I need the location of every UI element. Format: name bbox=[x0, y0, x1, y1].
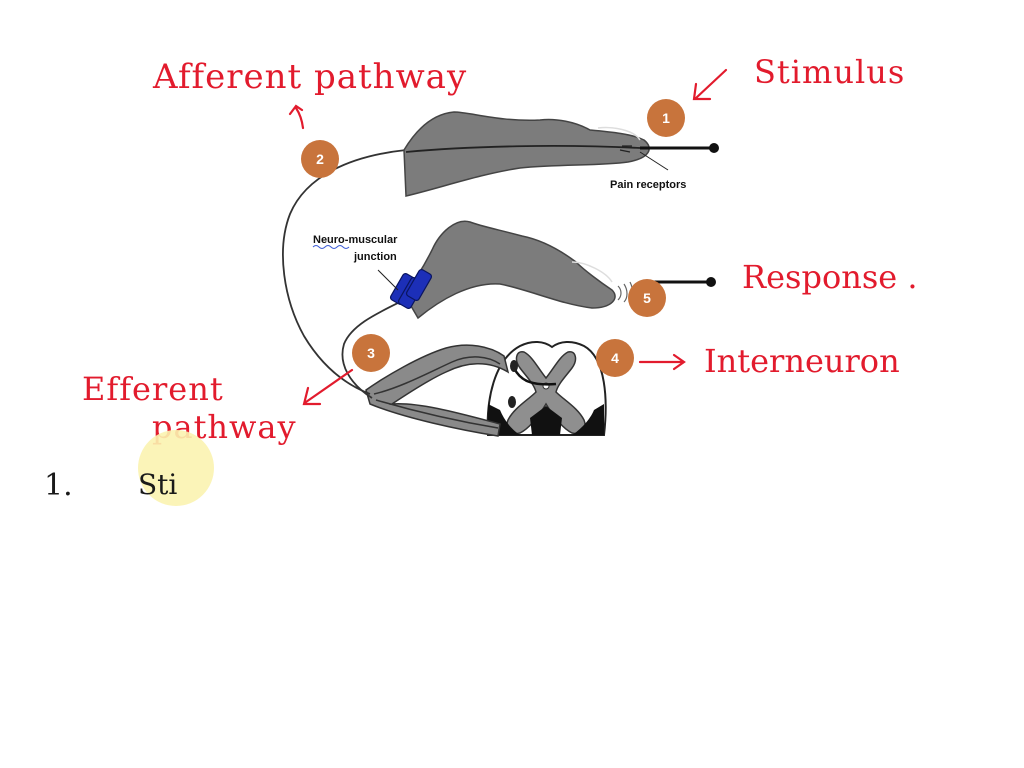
note-item-text: Sti bbox=[138, 468, 177, 501]
step-number-2: 2 bbox=[316, 151, 324, 167]
step-badge-2: 2 bbox=[301, 140, 339, 178]
finger-stimulus bbox=[403, 111, 650, 197]
interneuron-arrow bbox=[638, 353, 686, 371]
spinal-cord-cross-section bbox=[486, 341, 607, 436]
nerve-root-bundle bbox=[365, 344, 510, 437]
cursor-highlight bbox=[138, 430, 214, 506]
step-badge-3: 3 bbox=[352, 334, 390, 372]
annotation-stimulus: Stimulus bbox=[754, 53, 905, 91]
nmj-label-line1: Neuro-muscular bbox=[313, 234, 398, 246]
efferent-arrow bbox=[302, 368, 354, 406]
nmj-label-line2: junction bbox=[353, 251, 397, 263]
stimulus-pin-head bbox=[709, 143, 719, 153]
annotation-afferent-pathway: Afferent pathway bbox=[152, 57, 467, 97]
step-number-5: 5 bbox=[643, 290, 651, 306]
step-number-4: 4 bbox=[611, 350, 619, 366]
step-badge-1: 1 bbox=[647, 99, 685, 137]
afferent-nerve-fiber bbox=[282, 149, 407, 395]
afferent-arrow bbox=[288, 104, 305, 130]
annotation-response: Response . bbox=[742, 258, 918, 296]
handwritten-annotations: Afferent pathway Stimulus Response . Int… bbox=[82, 53, 918, 446]
neuromuscular-junction-blocks bbox=[377, 269, 433, 309]
step-badge-4: 4 bbox=[596, 339, 634, 377]
annotation-interneuron: Interneuron bbox=[704, 342, 900, 380]
step-number-1: 1 bbox=[662, 110, 670, 126]
efferent-nerve-fiber bbox=[341, 299, 405, 399]
note-item-number: 1. bbox=[44, 468, 73, 503]
finger-response bbox=[403, 220, 634, 320]
annotation-efferent-line1: Efferent bbox=[82, 370, 224, 408]
pain-receptors-label: Pain receptors bbox=[610, 179, 686, 191]
stimulus-arrow bbox=[692, 68, 728, 101]
response-pin-head bbox=[706, 277, 716, 287]
step-badge-5: 5 bbox=[628, 279, 666, 317]
step-number-3: 3 bbox=[367, 345, 375, 361]
reflex-arc-diagram: Pain receptors Neuro-muscular junction 1… bbox=[282, 99, 719, 437]
